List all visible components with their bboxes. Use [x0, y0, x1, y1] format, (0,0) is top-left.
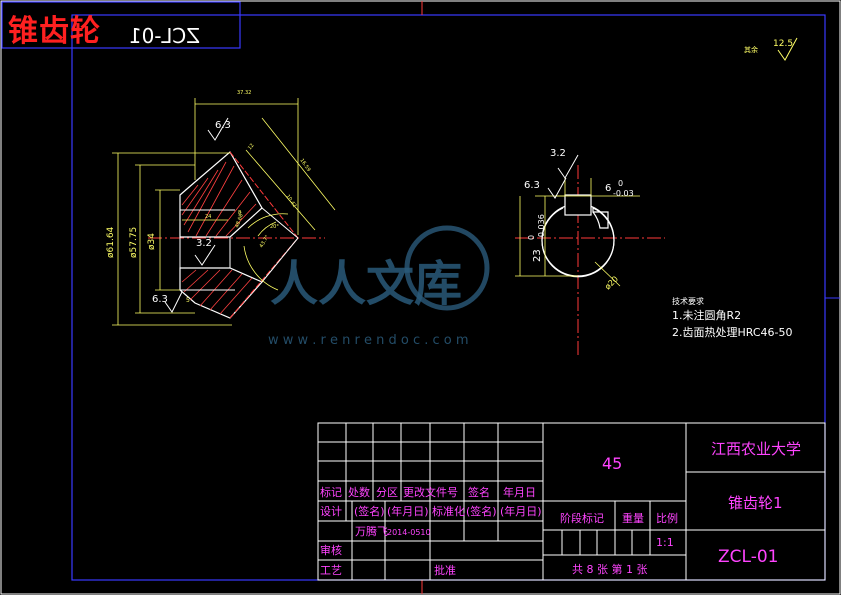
- roughness-r3: 6.3: [152, 294, 168, 305]
- pitch-line-upper: [229, 151, 299, 239]
- dim-d1: ø61.64: [106, 226, 116, 258]
- tb-weight: 重量: [622, 511, 644, 525]
- tb-standardize: 标准化: [432, 504, 465, 518]
- code-box: [1, 1, 241, 49]
- tb-mark: 标记: [320, 485, 342, 499]
- tb-drawing-no: ZCL-01: [718, 547, 778, 567]
- tb-zone: 分区: [376, 486, 398, 499]
- tb-design: 设计: [320, 505, 342, 518]
- title-block-text: 标记 处数 分区 更改文件号 签名 年月日 设计 (签名) (年月日) 标准化 …: [320, 440, 801, 577]
- tb-designer: 万腾飞: [355, 524, 388, 538]
- tech-item-1: 1.未注圆角R2: [672, 308, 741, 322]
- tb-count: 处数: [348, 486, 370, 499]
- tb-approve: 批准: [434, 563, 456, 577]
- tb-school: 江西农业大学: [711, 440, 801, 458]
- dim-small-5: 5: [186, 297, 190, 304]
- tb-process: 工艺: [320, 564, 342, 577]
- dim-cone-slant: 10.42: [284, 194, 297, 209]
- roughness-r2: 3.2: [196, 238, 212, 249]
- roughness-corner-value: 12.5: [773, 39, 793, 49]
- keyway-roughness-2: 6.3: [524, 180, 540, 191]
- tb-design-date: (年月日): [387, 504, 429, 518]
- tb-part-name: 锥齿轮1: [728, 494, 783, 512]
- tech-heading: 技术要求: [672, 296, 704, 306]
- keyway-depth-lower: -0.036: [537, 214, 546, 240]
- cone-lower: [261, 237, 299, 283]
- watermark-url: w w w . r e n r e n d o c . c o m: [268, 333, 469, 348]
- tb-std-date: (年月日): [500, 504, 542, 518]
- roughness-symbol-icon: [777, 37, 798, 61]
- roughness-keyway-top-icon: [557, 154, 579, 179]
- dim-face-8: 8: [238, 210, 241, 216]
- dim-angle-1: 48.68°: [234, 210, 246, 228]
- keyway-width-upper: 0: [618, 179, 623, 188]
- keyway-depth: 23: [532, 249, 543, 262]
- roughness-corner-label: 其余: [744, 45, 758, 54]
- keyway-depth-upper: 0: [527, 235, 536, 240]
- tb-scale-value: 1:1: [656, 536, 674, 549]
- tech-item-2: 2.齿面热处理HRC46-50: [672, 326, 793, 339]
- hatch-lower: [181, 269, 253, 315]
- keyway-width: 6: [605, 183, 611, 194]
- dimension-lines: [112, 98, 336, 326]
- tb-design-sign: (签名): [354, 504, 385, 518]
- tb-scale: 比例: [656, 511, 678, 525]
- tb-design-date-value: 2014-0510: [387, 528, 431, 537]
- dim-angle-2: 43.7°: [259, 234, 271, 249]
- title-block-grid: [317, 422, 826, 581]
- dim-face-12: 12: [247, 143, 256, 152]
- watermark-circle-icon: [404, 225, 490, 311]
- pitch-line-lower: [229, 237, 299, 319]
- tb-date: 年月日: [503, 485, 536, 499]
- tb-stage-mark: 阶段标记: [560, 511, 604, 525]
- tb-material: 45: [602, 454, 622, 473]
- hatch-upper: [181, 161, 257, 237]
- page-title: 锥齿轮: [8, 14, 101, 49]
- tb-std-sign: (签名): [466, 504, 497, 518]
- roughness-gear-top-icon: [207, 117, 229, 141]
- dim-cone-len: 16.59: [298, 158, 311, 173]
- dim-top-length: 37.32: [237, 90, 251, 96]
- tb-change-doc: 更改文件号: [403, 485, 458, 499]
- keyway-slot: [564, 194, 592, 216]
- tb-sheets: 共 8 张 第 1 张: [572, 562, 647, 576]
- bore-diameter: ø20: [603, 274, 620, 291]
- cone-upper: [261, 207, 299, 239]
- roughness-gear-bottom-icon: [164, 291, 183, 313]
- dim-d3: ø34: [147, 233, 157, 250]
- dim-d2: ø57.75: [129, 227, 139, 258]
- gear-lower-section: [179, 267, 263, 319]
- tb-review: 审核: [320, 543, 342, 557]
- roughness-gear-mid-icon: [194, 244, 216, 266]
- dim-angle-3: 20°: [270, 224, 279, 230]
- roughness-r1: 6.3: [215, 120, 231, 131]
- keyway-roughness-1: 3.2: [550, 148, 566, 159]
- dim-inner-24: 24: [205, 214, 211, 220]
- mirrored-code: ZCL-01: [129, 24, 200, 48]
- roughness-keyway-side-icon: [547, 177, 567, 199]
- tb-sign: 签名: [468, 485, 490, 499]
- keyway-width-lower: -0.03: [613, 189, 634, 198]
- watermark-text: 人人文库: [270, 256, 462, 312]
